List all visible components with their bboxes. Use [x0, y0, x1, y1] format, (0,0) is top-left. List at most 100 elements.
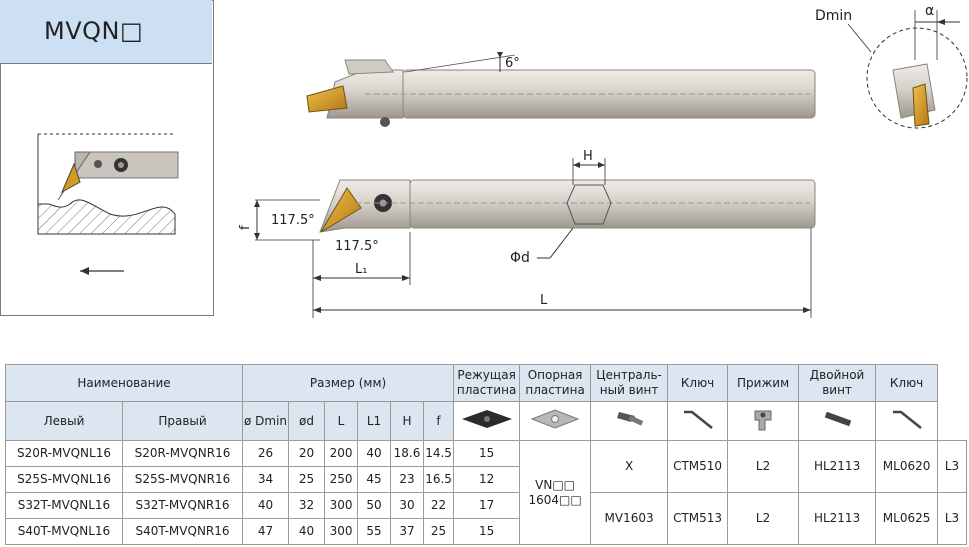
h-value: 37 — [390, 518, 425, 545]
alpha-value: 15 — [453, 440, 521, 467]
page-title: MVQN□ — [44, 17, 144, 45]
key-value-2: L2 — [727, 492, 800, 545]
l1-value: 45 — [357, 466, 392, 493]
tool-drawing: 6° α Dmin H Φd f — [238, 3, 968, 318]
alpha-value: 17 — [453, 492, 521, 519]
clamp-value-1: HL2113 — [798, 440, 877, 493]
right-code: S20R-MVQNR16 — [121, 440, 244, 467]
alpha-label: α — [925, 3, 934, 19]
l1-value: 50 — [357, 492, 392, 519]
double-screw-icon-cell — [798, 401, 877, 441]
key-icon-cell — [667, 401, 729, 441]
table-row: S40T-MVQNL16 S40T-MVQNR16 47 40 300 55 3… — [5, 518, 967, 545]
hex-key-icon — [892, 410, 922, 429]
h-value: 18.6 — [390, 440, 425, 467]
f-value: 22 — [423, 492, 455, 519]
hex-key-icon — [683, 410, 713, 429]
spec-table: Наименование Размер (мм) Режущая пластин… — [4, 364, 967, 545]
dmin-label: Dmin — [815, 8, 852, 24]
left-header: Левый — [5, 401, 123, 441]
right-code: S40T-MVQNR16 — [121, 518, 244, 545]
clamp-value-2: HL2113 — [798, 492, 877, 545]
dmin-value: 34 — [242, 466, 290, 493]
angle-6-label: 6° — [505, 56, 520, 71]
dmin-value: 47 — [242, 518, 290, 545]
l1-label: L₁ — [355, 262, 367, 277]
double-screw-icon — [824, 411, 852, 427]
clamp-icon-cell — [727, 401, 800, 441]
center-screw-value-2: CTM513 — [667, 492, 729, 545]
center-screw-icon-cell — [590, 401, 669, 441]
clamp-icon — [754, 410, 772, 431]
left-code: S20R-MVQNL16 — [5, 440, 123, 467]
header-row-2: Левый Правый ø Dmin ød L L1 H f — [5, 401, 967, 441]
h-header: H — [390, 401, 425, 441]
size-header: Размер (мм) — [242, 364, 455, 402]
od-value: 40 — [288, 518, 326, 545]
boring-schematic — [37, 133, 179, 275]
f-value: 25 — [423, 518, 455, 545]
f-value: 16.5 — [423, 466, 455, 493]
left-code: S40T-MVQNL16 — [5, 518, 123, 545]
l1-value: 40 — [357, 440, 392, 467]
key2-value-2: L3 — [937, 492, 967, 545]
shim-header: Опорная пластина — [519, 364, 592, 402]
double-screw-value-2: ML0625 — [875, 492, 939, 545]
alpha-value: 12 — [453, 466, 521, 493]
clamp-header: Прижим — [727, 364, 800, 402]
od-value: 20 — [288, 440, 326, 467]
angle-1175-a-label: 117.5° — [271, 213, 315, 228]
left-code: S25S-MVQNL16 — [5, 466, 123, 493]
f-header: f — [423, 401, 455, 441]
table-row: S20R-MVQNL16 S20R-MVQNR16 26 20 200 40 1… — [5, 440, 967, 545]
right-code: S25S-MVQNR16 — [121, 466, 244, 493]
title-panel: MVQN□ — [0, 0, 214, 316]
shim-value-1: X — [590, 440, 669, 493]
f-label: f — [238, 225, 253, 230]
double-screw-value-1: ML0620 — [875, 440, 939, 493]
center-screw-icon — [617, 412, 644, 426]
title-box: MVQN□ — [0, 0, 212, 64]
shim-icon-cell — [519, 401, 592, 441]
top-view-tool: 6° — [306, 52, 816, 127]
insert-rhombic-icon — [461, 410, 512, 428]
od-header: ød — [288, 401, 326, 441]
h-label: H — [583, 149, 593, 164]
l-value: 300 — [324, 518, 359, 545]
l-value: 300 — [324, 492, 359, 519]
l-value: 200 — [324, 440, 359, 467]
center-screw-value-1: CTM510 — [667, 440, 729, 493]
od-value: 32 — [288, 492, 326, 519]
side-view-tool: H Φd f 117.5° 117.5° L₁ L — [238, 149, 816, 318]
angle-1175-b-label: 117.5° — [335, 239, 379, 254]
table-row: S25S-MVQNL16 S25S-MVQNR16 34 25 250 45 2… — [5, 466, 967, 493]
dmin-header: ø Dmin — [242, 401, 290, 441]
insert-icon-cell — [453, 401, 521, 441]
l1-header: L1 — [357, 401, 392, 441]
name-header: Наименование — [4, 364, 244, 402]
key2-value-1: L3 — [937, 440, 967, 493]
key2-header: Ключ — [875, 364, 939, 402]
key-header: Ключ — [667, 364, 729, 402]
shim-value-2: MV1603 — [590, 492, 669, 545]
key-value-1: L2 — [727, 440, 800, 493]
h-value: 30 — [390, 492, 425, 519]
key2-icon-cell — [875, 401, 939, 441]
l-header: L — [324, 401, 359, 441]
dmin-value: 40 — [242, 492, 290, 519]
alpha-value: 15 — [453, 518, 521, 545]
l-label: L — [540, 293, 548, 308]
dmin-view: α Dmin — [815, 3, 968, 129]
insert-value: VN□□ 1604□□ — [519, 440, 592, 545]
dmin-value: 26 — [242, 440, 290, 467]
h-value: 23 — [390, 466, 425, 493]
od-value: 25 — [288, 466, 326, 493]
l-value: 250 — [324, 466, 359, 493]
table-row: S32T-MVQNL16 S32T-MVQNR16 40 32 300 50 3… — [5, 492, 967, 545]
left-code: S32T-MVQNL16 — [5, 492, 123, 519]
l1-value: 55 — [357, 518, 392, 545]
f-value: 14.5 — [423, 440, 455, 467]
insert-header: Режущая пластина — [453, 364, 521, 402]
right-header: Правый — [121, 401, 244, 441]
double-screw-header: Двойной винт — [798, 364, 877, 402]
